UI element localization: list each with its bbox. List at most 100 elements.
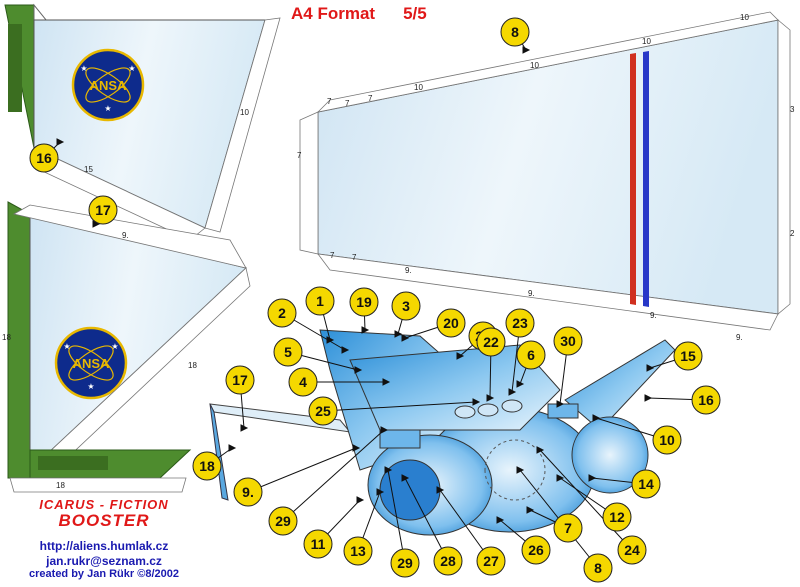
leader-arrow (556, 400, 565, 408)
callout-p22: 22 (476, 327, 506, 357)
leader-arrow (486, 394, 495, 402)
leader-arrow (382, 378, 391, 386)
callout-p26: 26 (521, 535, 551, 565)
leader-arrow (394, 330, 403, 338)
tab-number: 10 (240, 108, 249, 117)
callout-label: 8 (511, 24, 519, 40)
callout-p8: 8 (583, 553, 613, 583)
callout-p13: 13 (343, 536, 373, 566)
part-8-panel (299, 11, 791, 331)
callouts: 1617811932021232263015161014122487262728… (29, 17, 721, 583)
callout-p24: 24 (617, 535, 647, 565)
leader-arrow (376, 488, 385, 496)
callout-p19: 19 (349, 287, 379, 317)
leader-arrow (56, 138, 65, 146)
leader-line (247, 447, 357, 493)
leader-arrow (536, 446, 545, 454)
callout-p16: 16 (691, 385, 721, 415)
credit-url: http://aliens.humlak.cz (39, 539, 169, 553)
tab-number: 7 (327, 97, 332, 106)
tab-number: 10 (530, 61, 539, 70)
star-icon: ★ (111, 342, 118, 351)
callout-label: 20 (443, 315, 459, 331)
callout-label: 2 (278, 305, 286, 321)
callout-label: 29 (275, 513, 291, 529)
callout-part17: 17 (88, 195, 118, 225)
tab-number: 18 (188, 361, 197, 370)
leader-line (439, 489, 492, 562)
star-icon: ★ (80, 64, 87, 73)
callout-label: 5 (284, 344, 292, 360)
leader-arrow (646, 364, 655, 372)
leader-arrow (516, 380, 525, 388)
leader-arrow (592, 414, 601, 422)
tab-number: 7 (368, 94, 373, 103)
callout-label: 1 (316, 293, 324, 309)
callout-p1: 1 (305, 286, 335, 316)
tab-number: 7 (352, 253, 357, 262)
callout-label: 18 (199, 458, 215, 474)
leader-arrow (556, 474, 565, 482)
callout-label: 19 (356, 294, 372, 310)
callout-p11: 11 (303, 529, 333, 559)
callout-label: 28 (440, 553, 456, 569)
callout-p20: 20 (436, 308, 466, 338)
tab-number: 7 (330, 251, 335, 260)
callout-label: 17 (95, 202, 111, 218)
callout-p27: 27 (476, 546, 506, 576)
leader-line (282, 429, 385, 522)
leader-arrow (384, 466, 393, 474)
callout-label: 27 (483, 553, 499, 569)
leader-arrow (341, 346, 350, 354)
callout-label: 13 (350, 543, 366, 559)
leader-arrow (240, 424, 249, 432)
leader-arrow (456, 352, 465, 360)
callout-label: 23 (512, 315, 528, 331)
callout-p30: 30 (553, 326, 583, 356)
page-number: 5/5 (403, 4, 427, 23)
callout-p23: 23 (505, 308, 535, 338)
callout-p5: 5 (273, 337, 303, 367)
callout-label: 11 (311, 536, 326, 552)
callout-part8: 8 (500, 17, 530, 47)
callout-p29a: 29 (268, 506, 298, 536)
tab-number: 9. (650, 311, 657, 320)
star-icon: ★ (128, 64, 135, 73)
star-icon: ★ (63, 342, 70, 351)
callout-label: 30 (560, 333, 576, 349)
callout-p7: 7 (553, 513, 583, 543)
tab-number: 10 (642, 37, 651, 46)
tab-number: 10 (414, 83, 423, 92)
leader-arrow (228, 444, 237, 452)
logo-text: ANSA (90, 78, 127, 93)
callout-p17: 17 (225, 365, 255, 395)
leader-arrow (356, 496, 365, 504)
callout-label: 4 (299, 374, 307, 390)
tab-number: 2 (790, 229, 795, 238)
callout-label: 3 (402, 298, 410, 314)
leader-arrow (354, 366, 363, 374)
leader-arrow (436, 486, 445, 494)
callout-label: 10 (659, 432, 675, 448)
leader-arrow (508, 388, 517, 396)
tab-number: 7 (345, 99, 350, 108)
tab-number: 9. (528, 289, 535, 298)
tab-number: 7 (297, 151, 302, 160)
leader-arrow (516, 466, 525, 474)
tab-number: 9. (405, 266, 412, 275)
credit-line1: ICARUS - FICTION (39, 497, 169, 512)
callout-label: 22 (483, 334, 499, 350)
callout-label: 16 (698, 392, 714, 408)
callout-label: 9. (242, 484, 254, 500)
tab-number: 9. (122, 231, 129, 240)
callout-label: 24 (624, 542, 640, 558)
logo-text: ANSA (73, 356, 110, 371)
callout-label: 17 (232, 372, 248, 388)
leader-arrow (522, 46, 531, 54)
tab-number: 18 (2, 333, 11, 342)
credit-email: jan.rukr@seznam.cz (46, 554, 162, 568)
callout-label: 14 (638, 476, 654, 492)
leader-arrow (401, 334, 410, 342)
